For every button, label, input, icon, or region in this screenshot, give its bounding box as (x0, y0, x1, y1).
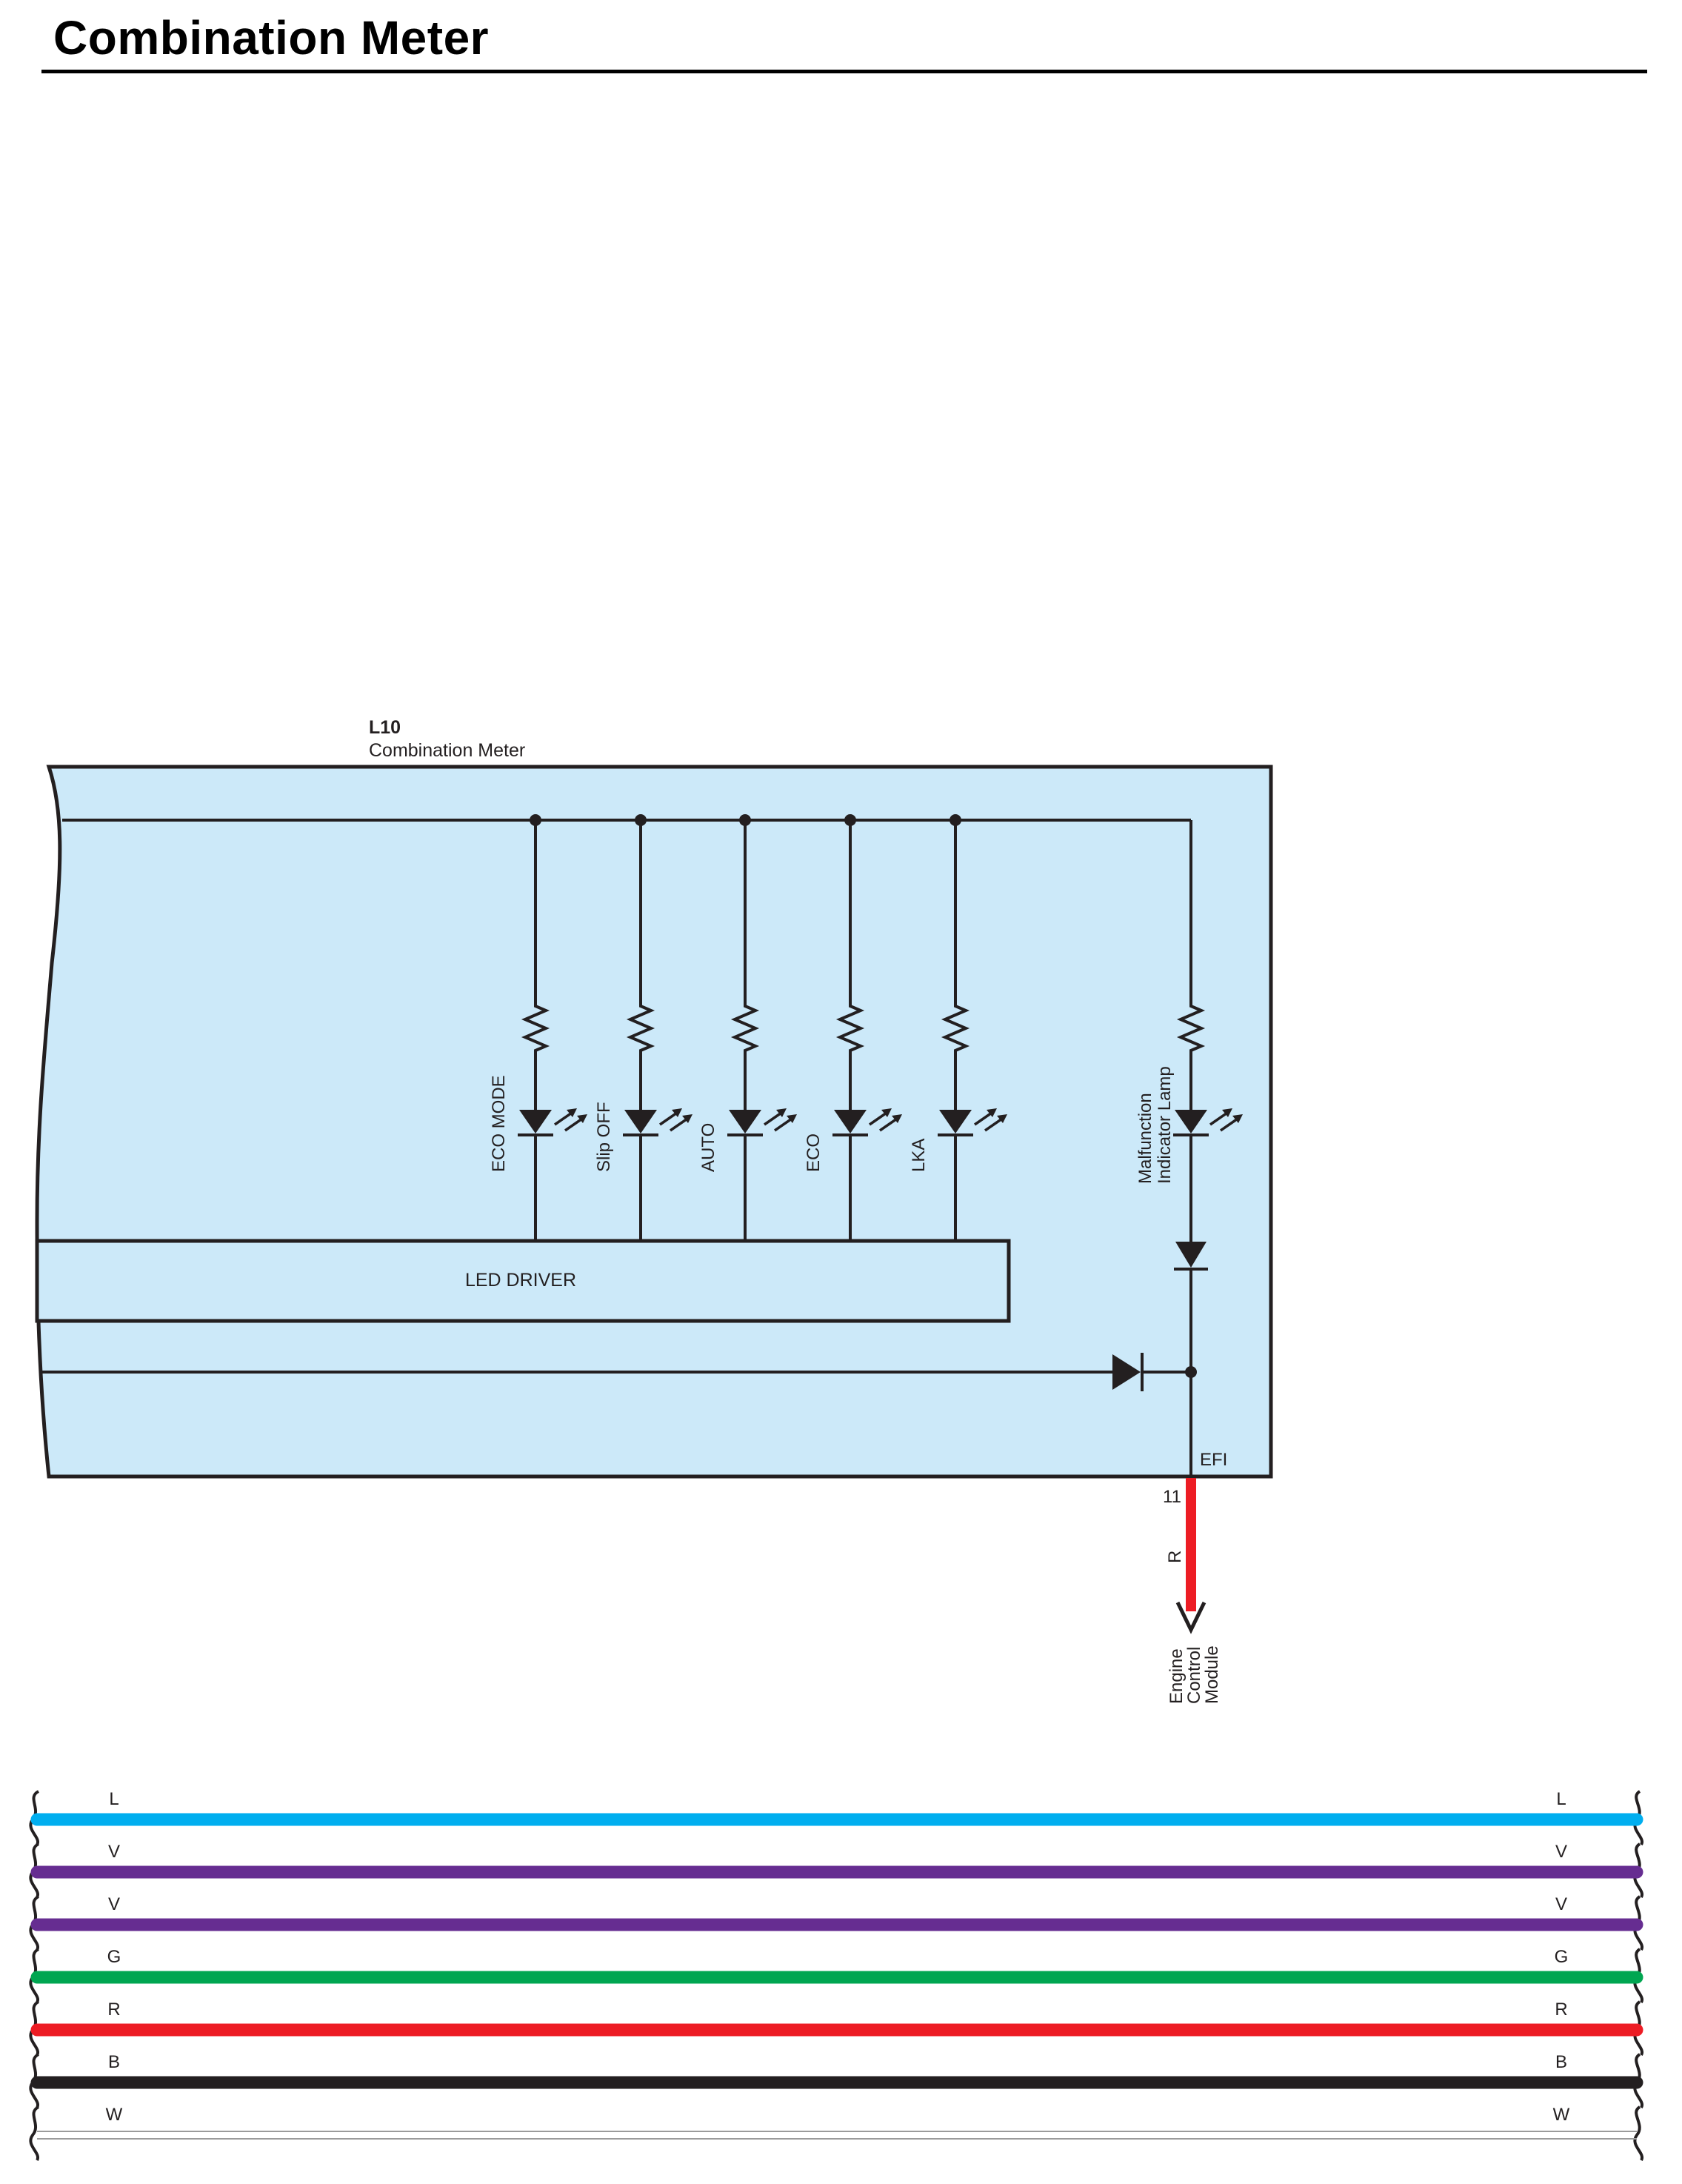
led-driver-block (35, 1239, 1011, 1323)
title-rule (41, 70, 1647, 73)
indicator-branch: Slip OFF (594, 814, 693, 1241)
resistor-icon (835, 1002, 865, 1055)
resistor-icon (730, 1002, 760, 1055)
indicator-branches: ECO MODE Slip OFF AUTO ECO LKA (489, 814, 1007, 1241)
indicator-label: ECO MODE (489, 1075, 509, 1172)
destination-line2: Control (1184, 1647, 1204, 1704)
indicator-branch: ECO (804, 814, 902, 1241)
indicator-branch: ECO MODE (489, 814, 587, 1241)
wire-code-right: L (1556, 1789, 1566, 1809)
resistor-icon (941, 1002, 970, 1055)
wire-code-left: L (109, 1789, 119, 1809)
indicator-label: AUTO (698, 1123, 718, 1172)
component-id: L10 (369, 717, 401, 738)
break-mark-left-icon (29, 2105, 40, 2162)
wire-code-left: B (108, 2052, 120, 2072)
component-name: Combination Meter (369, 740, 525, 761)
page-title: Combination Meter (53, 11, 490, 64)
indicator-branch: AUTO (698, 814, 797, 1241)
mil-led-icon (1173, 1108, 1243, 1136)
mil-label-line2: Indicator Lamp (1155, 1066, 1175, 1184)
wire-code-right: G (1555, 1947, 1569, 1967)
indicator-label: ECO (804, 1133, 824, 1172)
destination-line1: Engine (1167, 1648, 1187, 1704)
wire-code-left: R (107, 2000, 120, 2020)
wire-code-right: R (1555, 2000, 1567, 2020)
wire-code-left: V (108, 1842, 120, 1862)
wire-code-right: V (1555, 1842, 1567, 1862)
wire-code-right: B (1555, 2052, 1567, 2072)
indicator-label: Slip OFF (594, 1102, 614, 1172)
combination-meter-box (35, 765, 1273, 1479)
wire-code-left: V (108, 1894, 120, 1914)
led-driver-label: LED DRIVER (465, 1270, 576, 1291)
wire-code-left: G (107, 1947, 121, 1967)
wire-code-right: V (1555, 1894, 1567, 1914)
indicator-branch: LKA (909, 814, 1007, 1241)
destination-line3: Module (1202, 1645, 1222, 1704)
terminal-pin: 11 (1163, 1487, 1181, 1507)
wire-code-left: W (106, 2105, 123, 2125)
wire-color-code: R (1165, 1551, 1185, 1563)
led-icon (518, 1108, 587, 1136)
mil-branch: Malfunction Indicator Lamp (1135, 1002, 1243, 1476)
terminal-name: EFI (1200, 1450, 1227, 1470)
mil-label-line1: Malfunction (1135, 1093, 1155, 1184)
mil-resistor-icon (1176, 1002, 1206, 1055)
resistor-icon (626, 1002, 655, 1055)
output-arrow-icon (1175, 1601, 1207, 1634)
signal-junction-dot (1185, 1366, 1197, 1378)
resistor-icon (521, 1002, 550, 1055)
wire-code-right: W (1553, 2105, 1570, 2125)
indicator-label: LKA (909, 1139, 929, 1172)
break-mark-right-icon (1633, 2105, 1644, 2162)
